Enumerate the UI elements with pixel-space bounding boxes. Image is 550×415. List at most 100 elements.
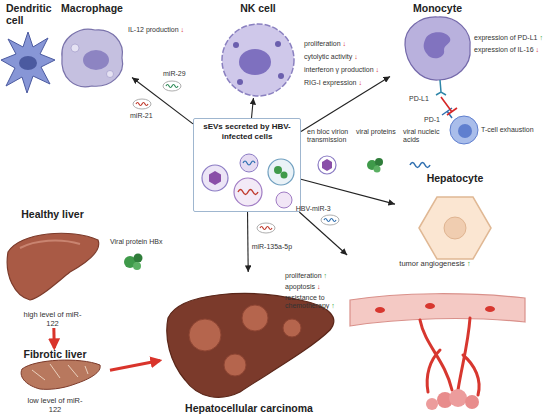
annotation-label: PD-1 (424, 116, 440, 124)
cell-nucleus (444, 217, 466, 239)
trend-arrow: ↓ (354, 53, 358, 60)
annotation-label: proliferation ↓ (304, 40, 346, 48)
node-heading: Healthy liver (21, 208, 83, 220)
text-part: tumor angiogenesis (399, 259, 467, 268)
granule (275, 41, 281, 47)
mirna-strand (324, 219, 336, 222)
illustrated-node: NK cell (212, 2, 304, 98)
fibrotic-liver-art (21, 360, 100, 389)
trend-arrow: ↓ (343, 40, 347, 47)
vessel-wall (350, 294, 525, 326)
text-part: RIG-I expression (304, 79, 358, 86)
node-heading: sEVs secreted by HBV-infected cells (198, 122, 296, 141)
trend-arrow: ↑ (467, 259, 471, 268)
illustrated-node: tumor angiogenesis ↑ (345, 255, 525, 413)
text-part: IL-12 production (128, 26, 181, 33)
granule (278, 73, 284, 79)
monocyte-body (405, 17, 470, 80)
illustrated-node: Hepatocyte (395, 172, 515, 268)
nucleic-acid (243, 161, 255, 165)
tumor-nodule (224, 354, 246, 376)
text-part: cytolytic activity (304, 53, 354, 60)
illustrated-node: Monocyte (390, 2, 485, 92)
cell-nucleus (19, 56, 37, 70)
text-part: proliferation (285, 272, 324, 279)
sev-vesicles (202, 154, 294, 208)
annotation-label: T-cell exhaustion (481, 126, 534, 134)
arrow-connector (247, 212, 249, 272)
pd-l1-receptor (436, 80, 446, 95)
mirna-vesicle (133, 99, 151, 109)
vesicle (234, 178, 262, 206)
sprouting-capillary (420, 318, 479, 395)
arrow-connector (301, 179, 395, 204)
node-heading: Macrophage (61, 2, 123, 14)
node-heading: NK cell (240, 2, 276, 14)
annotation-label: cytolytic activity ↓ (304, 53, 358, 61)
liver-shape (7, 233, 99, 300)
illustrated-node: Hepatocellular carcinoma (160, 272, 338, 414)
node-heading: tumor angiogenesis ↑ (399, 259, 470, 268)
annotation-label: miR-29 (163, 70, 186, 78)
annotation-label: IL-12 production ↓ (128, 26, 184, 34)
protein (274, 166, 282, 174)
liver-highlight (20, 241, 80, 248)
macrophage-art (62, 29, 123, 87)
illustrated-node: Fibrotic liver low level of miR-122 (0, 348, 110, 414)
text-part: apoptosis (285, 283, 317, 290)
annotation-label: proliferation ↑ (285, 272, 327, 280)
tumor-nodule (242, 305, 268, 331)
trend-arrow: ↑ (331, 302, 335, 309)
red-cell (375, 307, 385, 313)
annotation-label: miR-21 (130, 112, 153, 120)
vacuole (71, 44, 79, 52)
arrow-connector (110, 360, 160, 370)
annotation-label: en bloc virion transmission (307, 128, 349, 145)
annotation-label: RIG-I expression ↓ (304, 79, 362, 87)
trend-arrow: ↑ (324, 272, 328, 279)
annotation-label: Viral protein HBx (110, 238, 162, 246)
tumor-mass (426, 398, 438, 410)
virion-icon (318, 156, 336, 174)
mirna-vesicle (163, 81, 181, 91)
mirna-strand (260, 227, 272, 230)
arrow-connector (299, 212, 347, 255)
mirna-vesicle (321, 215, 339, 225)
annotation-label: expression of PD-L1 ↑ (474, 34, 543, 42)
nucleic-acid-icon (410, 163, 430, 168)
granule (237, 79, 243, 85)
arrow-connector (132, 77, 193, 123)
node-heading: Fibrotic liver (23, 348, 86, 360)
annotation-label: apoptosis ↓ (285, 283, 320, 291)
cargo-icons (124, 81, 430, 270)
mirna-icon (163, 81, 181, 91)
vesicle (240, 154, 258, 172)
nucleic-acid (238, 190, 258, 195)
nk-cell-body (222, 24, 294, 96)
vesicle (202, 165, 228, 191)
hbx-icon (134, 254, 143, 263)
text-part: expression of PD-L1 (474, 34, 539, 41)
protein (281, 172, 288, 179)
monocyte-art (405, 17, 478, 144)
liver-shape (21, 360, 100, 389)
trend-arrow: ↓ (376, 66, 380, 73)
trend-arrow: ↓ (181, 26, 185, 33)
text-part: proliferation (304, 40, 343, 47)
mirna-strand (136, 103, 148, 106)
vesicle (276, 192, 292, 208)
red-cell (485, 306, 495, 312)
node-heading: Dendritic cell (6, 2, 48, 26)
text-part: interferon γ production (304, 66, 376, 73)
blood-vessel-art (350, 294, 525, 410)
fibrosis-streaks (32, 364, 88, 380)
edge-label: miR-135a-5p (252, 243, 292, 250)
mirna-icon (133, 99, 151, 109)
hcc-liver-art (167, 294, 334, 398)
cell-nucleus (458, 124, 472, 138)
inhibition-line (441, 97, 457, 115)
mirna-icon (321, 215, 339, 225)
node-note: low level of miR-122 (26, 396, 84, 414)
nk-cell-art (222, 24, 294, 96)
